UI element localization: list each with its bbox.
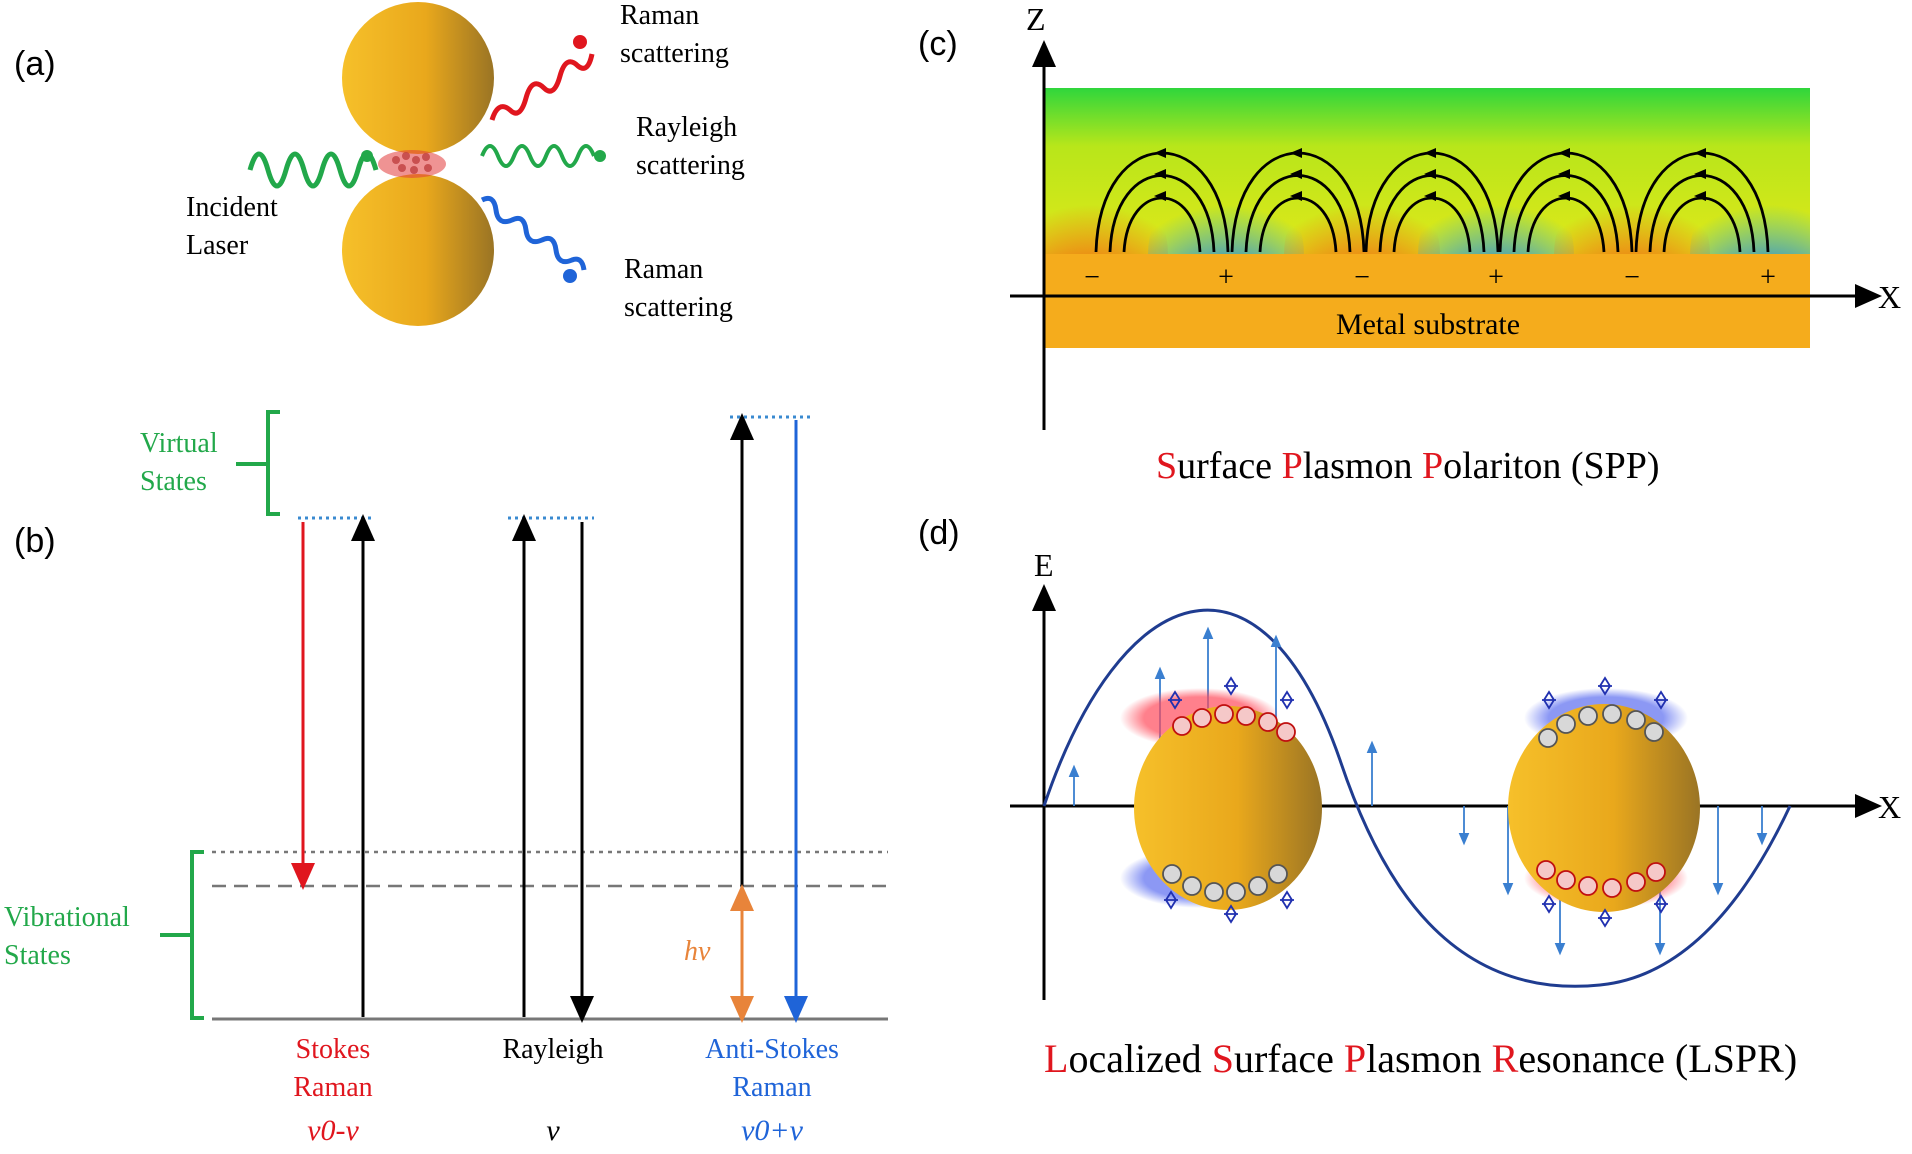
field-lobes [1044, 172, 1810, 254]
rayleigh-label: Rayleigh [502, 1034, 603, 1065]
x-axis-c-label: X [1878, 279, 1901, 315]
gold-nanoparticle-top [342, 2, 494, 154]
right-particle-positive-charges [1536, 860, 1666, 898]
hv-label: hv [684, 936, 711, 967]
antistokes-label-2: Raman [732, 1072, 811, 1103]
rayleigh-label-2: scattering [636, 150, 745, 181]
spp-caption: Surface Plasmon Polariton (SPP) [1156, 445, 1660, 487]
incident-laser-dot [361, 150, 373, 162]
left-nanoparticle [1134, 706, 1322, 910]
virtual-label-1: Virtual [140, 428, 218, 459]
antistokes-label-1: Anti-Stokes [705, 1034, 839, 1065]
vibrational-label-1: Vibrational [4, 902, 130, 933]
panel-a: (a) Raman scattering Rayleigh scattering… [14, 0, 745, 326]
substrate-label: Metal substrate [1336, 308, 1520, 341]
lspr-caption: Localized Surface Plasmon Resonance (LSP… [1044, 1036, 1797, 1081]
adsorbed-molecule-icons [1164, 676, 1668, 928]
panel-b-label: (b) [14, 522, 56, 560]
panel-d-label: (d) [918, 514, 960, 552]
z-axis-label: Z [1026, 1, 1046, 37]
incident-label-1: Incident [186, 192, 278, 223]
antistokes-frequency: v0+v [741, 1114, 804, 1147]
x-axis-d-label: X [1878, 789, 1901, 825]
hotspot-molecules [378, 150, 446, 178]
vibrational-states-bracket [160, 850, 204, 1020]
virtual-label-2: States [140, 466, 207, 497]
raman-scatter-bottom-wave [480, 195, 587, 271]
rayleigh-label-1: Rayleigh [636, 112, 737, 143]
charge-3: − [1354, 262, 1370, 293]
rayleigh-scatter-wave [480, 144, 596, 168]
vibrational-label-2: States [4, 940, 71, 971]
charge-5: − [1624, 262, 1640, 293]
raman-bottom-label-2: scattering [624, 292, 733, 323]
raman-scatter-top-wave [489, 53, 595, 121]
right-particle-negative-charges [1538, 704, 1664, 748]
right-nanoparticle [1508, 704, 1700, 912]
raman-scatter-top-dot [573, 35, 587, 49]
panel-c-label: (c) [918, 25, 958, 63]
stokes-label-1: Stokes [296, 1034, 371, 1065]
incident-label-2: Laser [186, 230, 249, 261]
charge-4: + [1488, 262, 1504, 293]
stokes-frequency: v0-v [307, 1114, 359, 1147]
incident-laser-wave [247, 151, 379, 189]
panel-a-label: (a) [14, 45, 56, 83]
field-line-arrowheads [1154, 148, 1706, 201]
charge-1: − [1084, 262, 1100, 293]
panel-c: (c) [918, 1, 1901, 487]
metal-substrate [1044, 254, 1810, 348]
charge-2: + [1218, 262, 1234, 293]
virtual-states-bracket [236, 410, 280, 516]
panel-b: (b) Virtual States Vibrational States hv… [4, 410, 888, 1147]
field-wave [1042, 608, 1792, 988]
rayleigh-scatter-dot [594, 150, 606, 162]
stokes-label-2: Raman [293, 1072, 372, 1103]
raman-top-label-1: Raman [620, 0, 699, 31]
left-particle-negative-charges [1162, 864, 1288, 902]
charge-6: + [1760, 262, 1776, 293]
raman-top-label-2: scattering [620, 38, 729, 69]
panel-d: (d) E X [918, 514, 1901, 1081]
rayleigh-frequency: v [546, 1114, 560, 1147]
e-axis-label: E [1034, 547, 1054, 583]
raman-bottom-label-1: Raman [624, 254, 703, 285]
left-particle-positive-charges [1172, 704, 1296, 742]
gold-nanoparticle-bottom [342, 174, 494, 326]
raman-scatter-bottom-dot [563, 269, 577, 283]
